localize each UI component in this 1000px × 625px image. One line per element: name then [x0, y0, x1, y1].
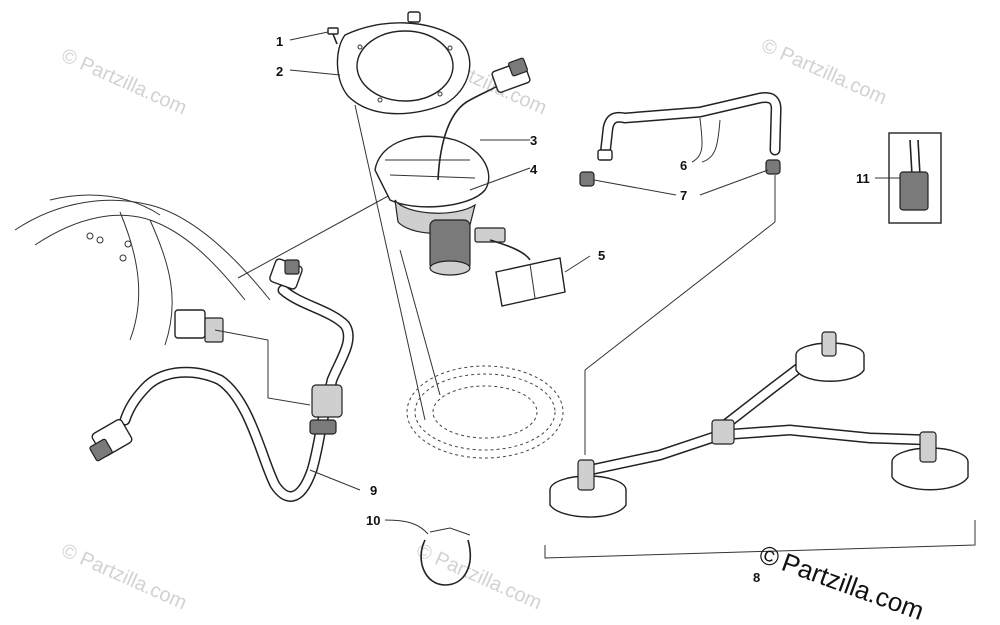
watermark: © Partzilla.com [413, 539, 545, 614]
brand-name: Partzilla.com [778, 547, 928, 625]
callouts: 1 2 3 4 5 6 7 8 9 10 11 [276, 31, 870, 585]
callout-6: 6 [680, 158, 687, 173]
watermark: © Partzilla.com [58, 44, 190, 119]
watermark: © Partzilla.com [58, 539, 190, 614]
part-5-fuel-level-sender [489, 239, 591, 307]
part-2-gasket [336, 11, 471, 115]
tank-opening-ring [406, 365, 564, 459]
part-7-hose-clamps [579, 159, 781, 196]
callout-3: 3 [530, 133, 537, 148]
callout-1: 1 [276, 34, 283, 49]
callout-5: 5 [598, 248, 605, 263]
frame-outline [14, 194, 311, 406]
part-1-screw [327, 27, 339, 45]
part-9-fuel-hose [89, 258, 361, 502]
part-3-fuel-pump [374, 57, 531, 276]
part-8-pickup-assembly [544, 175, 976, 559]
callout-8: 8 [753, 570, 760, 585]
part-10-hose-clamp [384, 519, 472, 586]
callout-9: 9 [370, 483, 377, 498]
part-6-vent-hose [597, 92, 782, 163]
callout-10: 10 [366, 513, 380, 528]
brand-mark: © Partzilla.com [755, 539, 928, 625]
callout-11: 11 [856, 171, 870, 186]
part-11-connector [875, 132, 942, 224]
callout-7: 7 [680, 188, 687, 203]
callout-4: 4 [530, 162, 538, 177]
callout-2: 2 [276, 64, 283, 79]
